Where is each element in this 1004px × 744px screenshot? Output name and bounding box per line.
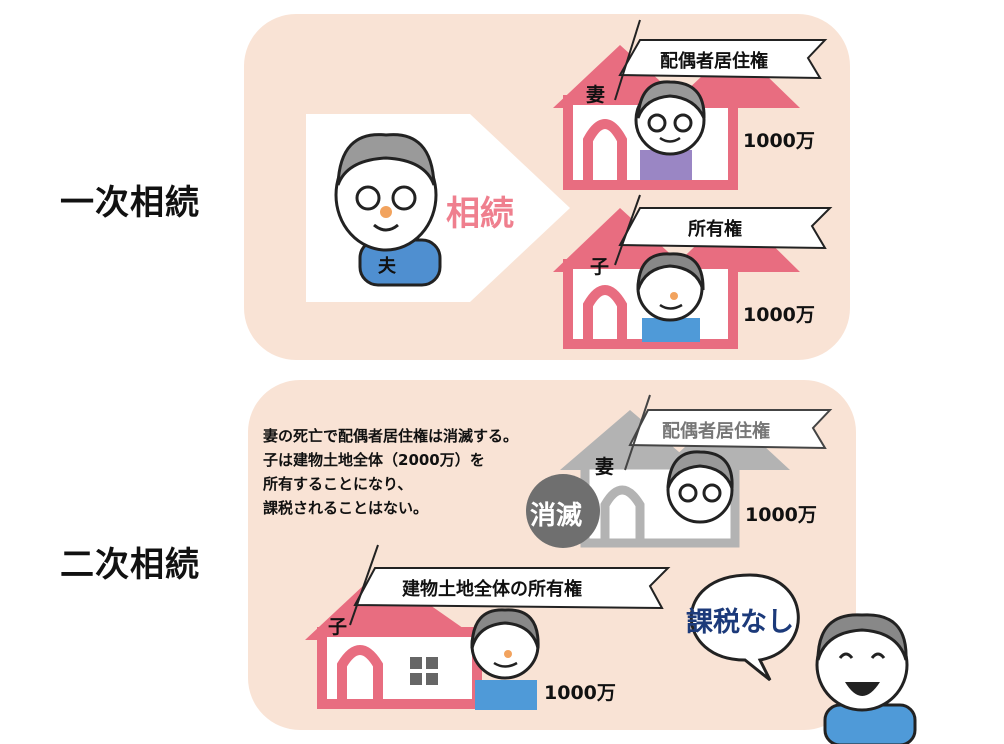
inherit-label: 相続 [446, 194, 514, 234]
flag-wife-right-1 [614, 19, 828, 101]
child-right-2: 建物土地全体の所有権 [402, 579, 582, 600]
flag-child-right-1 [614, 194, 833, 266]
flag-wife-right-2 [624, 394, 833, 471]
speech-bubble [689, 573, 800, 682]
child-amount-2: 1000万 [544, 682, 616, 704]
extinguished-badge: 消滅 [530, 501, 583, 531]
child-label-1: 子 [590, 256, 610, 278]
note-line: 子は建物土地全体（2000万）を [263, 451, 485, 469]
child-amount-1: 1000万 [743, 304, 815, 326]
wife-right-2: 配偶者居住権 [662, 421, 770, 442]
no-tax-speech: 課税なし [686, 607, 794, 638]
child-label-2: 子 [328, 616, 348, 638]
second-note: 妻の死亡で配偶者居住権は消滅する。 子は建物土地全体（2000万）を 所有するこ… [263, 424, 518, 520]
happy-child [815, 613, 917, 744]
wife-amount-1: 1000万 [743, 130, 815, 152]
note-line: 妻の死亡で配偶者居住権は消滅する。 [263, 427, 519, 445]
husband-illustration [334, 133, 442, 287]
second-inheritance-title: 二次相続 [60, 545, 200, 585]
wife-label-2: 妻 [595, 456, 615, 478]
wife-house-1 [553, 45, 800, 190]
wife-label-1: 妻 [586, 84, 606, 106]
note-line: 課税されることはない。 [263, 499, 429, 517]
wife-right-1: 配偶者居住権 [660, 51, 768, 72]
extinguished-badge-circle [526, 474, 600, 548]
wife-amount-2: 1000万 [745, 504, 817, 526]
child-house-1 [553, 208, 800, 349]
child-right-1: 所有権 [688, 219, 742, 240]
flag-child-right-2 [349, 544, 671, 626]
first-inheritance-title: 一次相続 [60, 183, 200, 223]
note-line: 所有することになり、 [263, 475, 413, 493]
husband-label: 夫 [378, 256, 396, 277]
